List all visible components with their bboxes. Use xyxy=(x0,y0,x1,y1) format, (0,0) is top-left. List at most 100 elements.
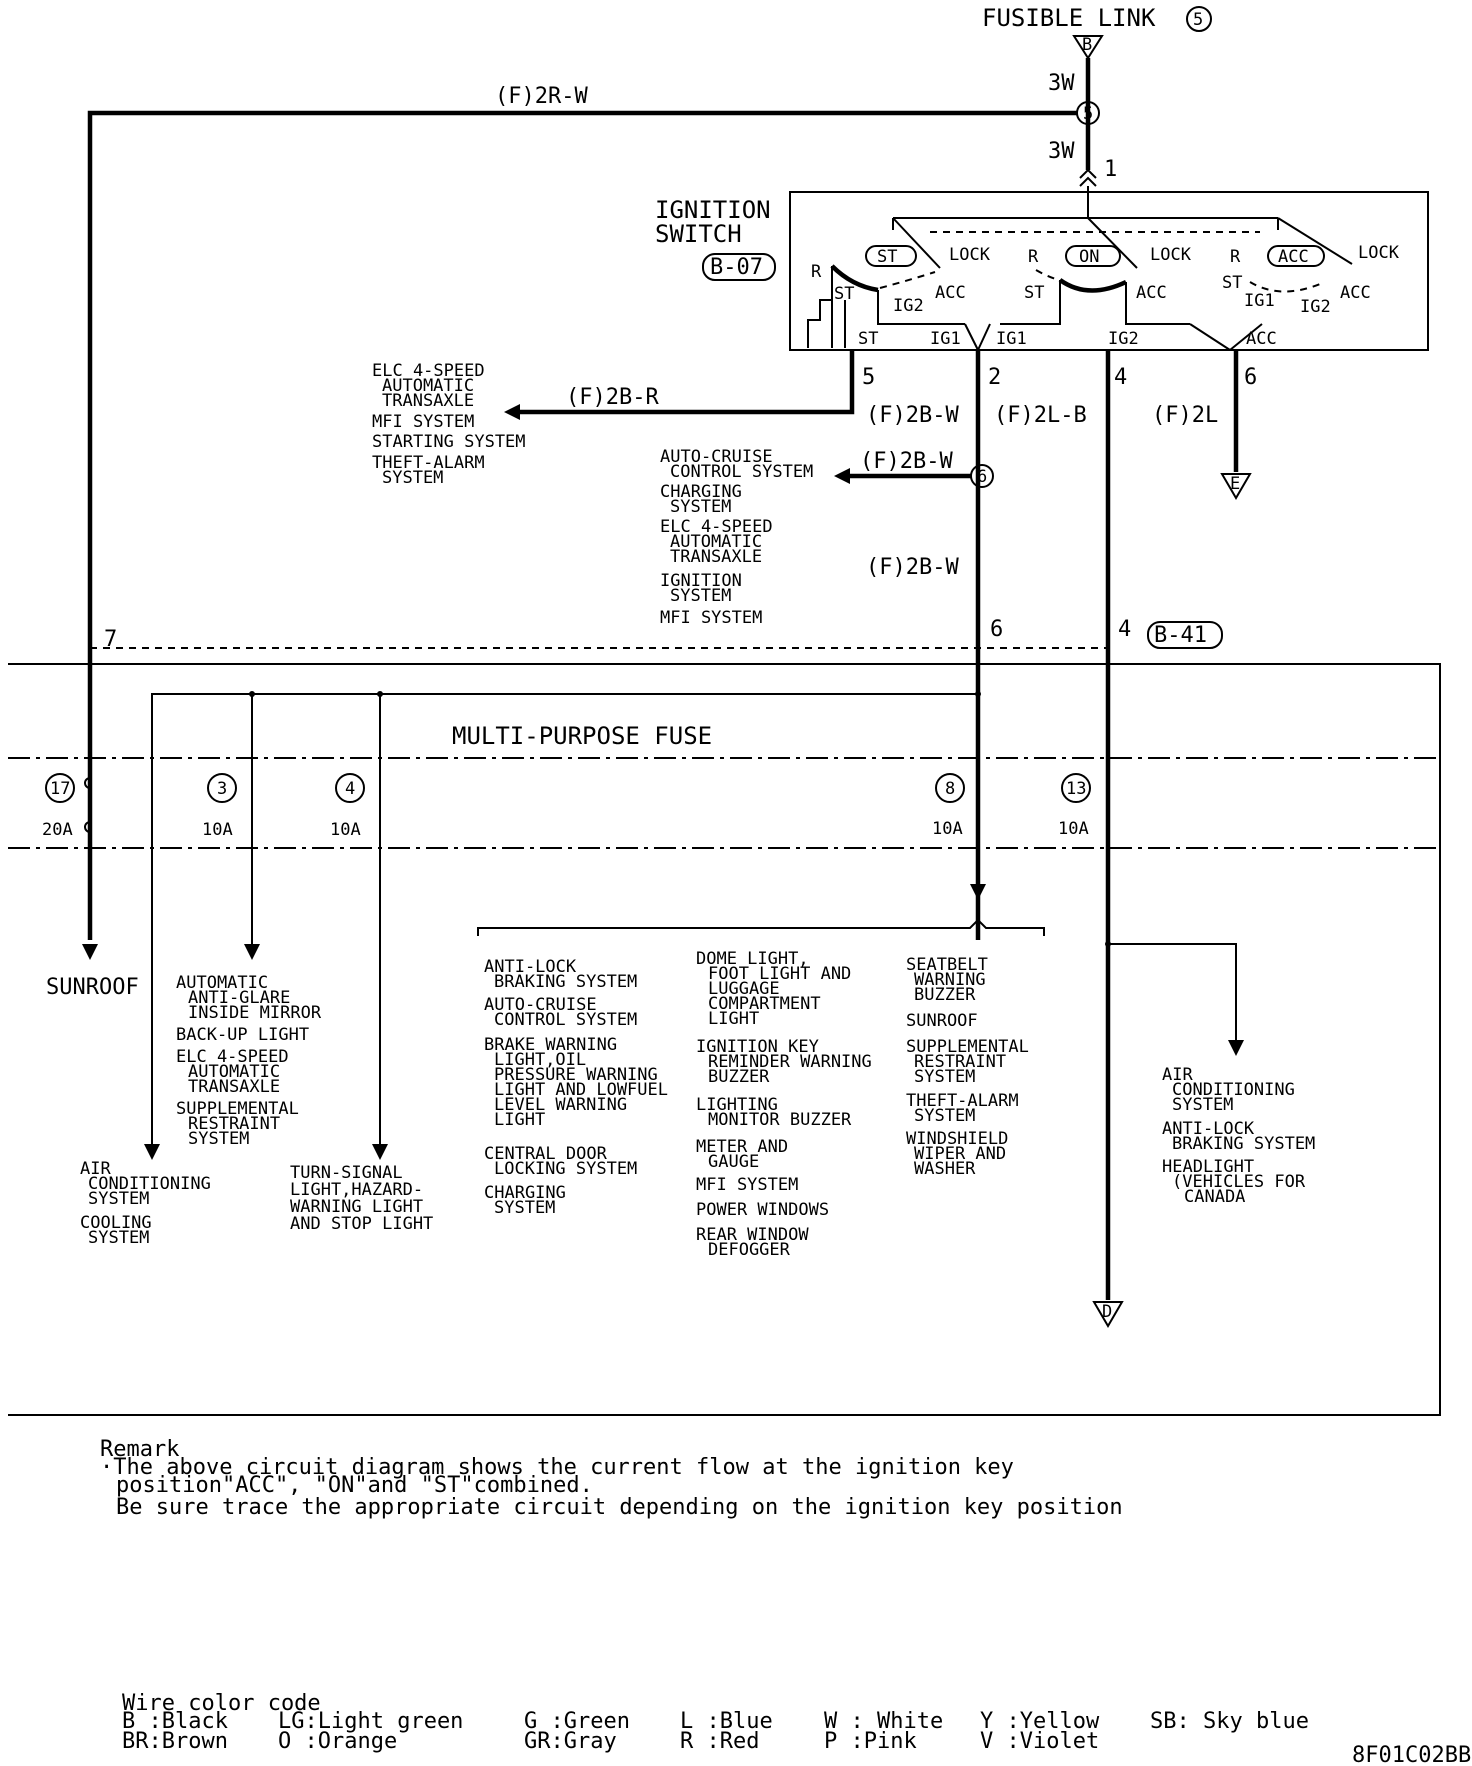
fuse-13-no: 13 xyxy=(1066,779,1086,799)
fusible-link: FUSIBLE LINK 5 B xyxy=(982,4,1212,60)
fuse3-branch-load-4: COOLING xyxy=(80,1213,152,1233)
fuse-13: 13 10A xyxy=(1058,773,1091,839)
fuse8-c1-14: SYSTEM xyxy=(494,1198,555,1218)
color-gr: GR:Gray xyxy=(524,1729,617,1754)
color-sb: SB: Sky blue xyxy=(1150,1709,1309,1734)
connector-d-triangle xyxy=(1092,1301,1124,1328)
fuse8-c1-5: BRAKE WARNING xyxy=(484,1035,617,1055)
ignition-pin-5: 5 xyxy=(862,365,875,390)
fuse8-c1-1: ANTI-LOCK xyxy=(484,957,577,977)
st-load-4: MFI SYSTEM xyxy=(372,412,474,432)
fuse-13-rating: 10A xyxy=(1058,819,1089,839)
acc-label-2: ACC xyxy=(1136,283,1167,303)
fuse8-loads-col2: DOME LIGHT, FOOT LIGHT AND LUGGAGE COMPA… xyxy=(696,949,872,1260)
fuse-3-no: 3 xyxy=(217,779,227,799)
ig1-label-bottom-1: IG1 xyxy=(930,329,961,349)
fuse8-c1-11: CENTRAL DOOR xyxy=(484,1144,608,1164)
b41-pin-7: 7 xyxy=(104,627,117,652)
fuse8-c2-8: BUZZER xyxy=(708,1067,770,1087)
fusible-link-number-circle xyxy=(1186,6,1212,32)
ignition-pin-2: 2 xyxy=(988,365,1001,390)
fuse13-load-6: HEADLIGHT xyxy=(1162,1157,1254,1177)
fuse8-c2-15: REAR WINDOW xyxy=(696,1225,809,1245)
fuse-8: 8 10A xyxy=(932,773,965,839)
fuse3-loads: AUTOMATIC ANTI-GLARE INSIDE MIRROR BACK-… xyxy=(176,973,322,1149)
connector-b41-label: B-41 xyxy=(1154,623,1207,648)
acc-label-1: ACC xyxy=(935,283,966,303)
fuse8-c3-4: SUNROOF xyxy=(906,1011,978,1031)
fuse-3: 3 10A xyxy=(202,773,237,840)
fuse8-c2-2: FOOT LIGHT AND xyxy=(708,964,851,984)
remark-line-3: Be sure trace the appropriate circuit de… xyxy=(116,1495,1123,1520)
lock-label-2: LOCK xyxy=(1150,245,1192,265)
fuse8-c3-2: WARNING xyxy=(914,970,986,990)
wire-label-3w-upper: 3W xyxy=(1048,71,1075,96)
pos-acc: ACC xyxy=(1278,247,1309,267)
color-lg: LG:Light green xyxy=(278,1709,463,1734)
pos-on-box xyxy=(1065,245,1121,267)
fuse3-branch-load-3: SYSTEM xyxy=(88,1189,149,1209)
fuse3-load-5: ELC 4-SPEED xyxy=(176,1047,289,1067)
fuse-17-no: 17 xyxy=(50,779,70,799)
color-w: W : White xyxy=(824,1709,943,1734)
ig1-label-bottom-2: IG1 xyxy=(996,329,1027,349)
ignition-switch-title-2: SWITCH xyxy=(655,220,742,248)
fuse3-load-3: INSIDE MIRROR xyxy=(188,1003,322,1023)
fuse8-loads-col3: SEATBELT WARNING BUZZER SUNROOF SUPPLEME… xyxy=(906,955,1029,1179)
wire-color-title: Wire color code xyxy=(122,1691,321,1716)
st-label-bottom: ST xyxy=(858,329,878,349)
load-sunroof: SUNROOF xyxy=(46,975,139,1000)
ig1-load-2: CONTROL SYSTEM xyxy=(670,462,813,482)
color-g: G :Green xyxy=(524,1709,630,1734)
ig2-label-3: IG2 xyxy=(1300,297,1331,317)
pos-acc-box xyxy=(1267,245,1325,267)
fuse13-load-1: AIR xyxy=(1162,1065,1193,1085)
ig2-label-bottom: IG2 xyxy=(1108,329,1139,349)
acc-label-3: ACC xyxy=(1340,283,1371,303)
fuse8-brace xyxy=(477,918,1045,936)
wire-label-ig1-branch: (F)2B-W xyxy=(860,449,953,474)
connector-b07-label: B-07 xyxy=(710,255,763,280)
fuse3-load-2: ANTI-GLARE xyxy=(188,988,290,1008)
fuse4-load-1: TURN-SIGNAL xyxy=(290,1163,403,1183)
r-label-3: R xyxy=(1230,247,1241,267)
fuse8-c2-9: LIGHTING xyxy=(696,1095,778,1115)
r-label-2: R xyxy=(1028,247,1039,267)
color-r: R :Red xyxy=(680,1729,759,1754)
ig1-label-3: IG1 xyxy=(1244,291,1275,311)
fuse8-c2-4: COMPARTMENT xyxy=(708,994,821,1014)
wire-label-3w-lower: 3W xyxy=(1048,139,1075,164)
fuse8-c2-6: IGNITION KEY xyxy=(696,1037,819,1057)
fuse-8-rating: 10A xyxy=(932,819,963,839)
ignition-pin-1: 1 xyxy=(1104,157,1117,182)
acc-label-bottom: ACC xyxy=(1246,329,1277,349)
r-label-1: R xyxy=(811,262,822,282)
fuse13-load-5: BRAKING SYSTEM xyxy=(1172,1134,1315,1154)
fuse4-load-4: AND STOP LIGHT xyxy=(290,1214,433,1234)
fuse8-c3-1: SEATBELT xyxy=(906,955,988,975)
fuse8-c2-5: LIGHT xyxy=(708,1009,759,1029)
fuse-4-no: 4 xyxy=(345,779,355,799)
fuse8-c3-11: WIPER AND xyxy=(914,1144,1006,1164)
ig1-load-4: SYSTEM xyxy=(670,497,731,517)
st-load-1: ELC 4-SPEED xyxy=(372,361,485,381)
fuse8-c2-7: REMINDER WARNING xyxy=(708,1052,872,1072)
fuse-4-rating: 10A xyxy=(330,820,361,840)
ignition-switch-box xyxy=(789,191,1429,351)
fuse-17-rating: 20A xyxy=(42,820,73,840)
fuse8-c2-3: LUGGAGE xyxy=(708,979,780,999)
ig1-load-1: AUTO-CRUISE xyxy=(660,447,773,467)
ignition-switch: IGNITION SWITCH B-07 ST ON ACC LOCK LOCK… xyxy=(655,186,1429,351)
connector-d-label: D xyxy=(1102,1302,1112,1322)
connector-b-triangle xyxy=(1072,35,1104,60)
fuse3-branch-load-2: CONDITIONING xyxy=(88,1174,211,1194)
fuse8-c2-16: DEFOGGER xyxy=(708,1240,791,1260)
ignition-pin-4: 4 xyxy=(1114,365,1127,390)
ig2-label-1: IG2 xyxy=(893,296,924,316)
st-loads: ELC 4-SPEED AUTOMATIC TRANSAXLE MFI SYST… xyxy=(372,361,526,488)
wire-label-2l: (F)2L xyxy=(1152,403,1218,428)
fuse8-c3-10: WINDSHIELD xyxy=(906,1129,1008,1149)
color-o: O :Orange xyxy=(278,1729,397,1754)
fuse-3-rating: 10A xyxy=(202,820,233,840)
fuse8-c3-8: THEFT-ALARM xyxy=(906,1091,1019,1111)
